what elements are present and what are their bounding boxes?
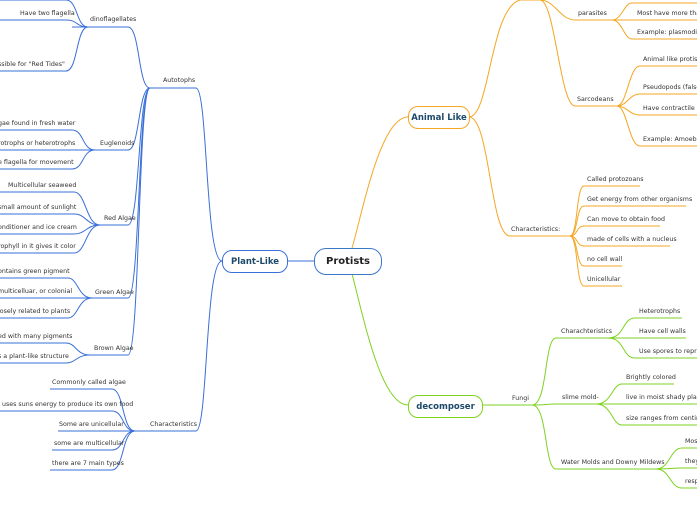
leaf-brown-1[interactable]: ed with many pigments [0,333,73,340]
group-brown-algae[interactable]: Brown Algae [94,345,134,352]
leaf-eugl-1[interactable]: gae found in fresh water [0,120,76,127]
subtopic-plant-characteristics[interactable]: Characteristics [150,421,198,428]
leaf-brown-2[interactable]: s a plant-like structure [0,353,69,360]
group-charachteristics[interactable]: Charachteristics [561,328,613,335]
leaf-plant-char-5[interactable]: there are 7 main types [52,460,124,467]
subtopic-sarcodeans[interactable]: Sarcodeans [577,96,614,103]
leaf-plant-char-1[interactable]: Commonly called algae [52,379,126,386]
leaf-sarc-4[interactable]: Example: Amoeba l [643,136,697,143]
leaf-fungi-char-1[interactable]: Heterotrophs [639,308,681,315]
leaf-green-3[interactable]: losely related to plants [0,308,71,315]
leaf-parasites-2[interactable]: Example: plasmodium [637,29,697,36]
group-dinoflagellates[interactable]: dinoflagellates [90,16,137,23]
leaf-slime-3[interactable]: size ranges from centime [626,415,697,422]
leaf-green-1[interactable]: ontains green pigment [0,268,70,275]
leaf-red-4[interactable]: rophyll in it gives it color [0,243,76,250]
topic-animal-like[interactable]: Animal Like [408,106,470,129]
subtopic-animal-characteristics[interactable]: Characteristics: [511,226,561,233]
leaf-water-1[interactable]: Mos [685,438,697,445]
leaf-red-1[interactable]: Multicellular seaweed [8,182,77,189]
leaf-green-2[interactable]: multicelluar, or colonial [0,288,73,295]
leaf-slime-1[interactable]: Brightly colored [626,374,676,381]
leaf-plant-char-4[interactable]: some are multicellular [54,440,125,447]
leaf-sarc-1[interactable]: Animal like protist t [643,56,697,63]
leaf-plant-char-3[interactable]: Some are unicellular [59,421,124,428]
leaf-animal-char-5[interactable]: no cell wall [587,256,623,263]
group-euglenoids[interactable]: Euglenoids [100,140,135,147]
central-topic[interactable]: Protists [314,248,382,275]
leaf-water-3[interactable]: resp [685,478,697,485]
subtopic-autotrophs[interactable]: Autotophs [163,77,196,84]
leaf-fungi-char-2[interactable]: Have cell walls [639,328,686,335]
leaf-eugl-3[interactable]: e flagella for movement [0,159,74,166]
group-green-algae[interactable]: Green Algae [95,289,134,296]
leaf-animal-char-3[interactable]: Can move to obtain food [587,216,665,223]
subtopic-parasites[interactable]: parasites [578,10,607,17]
group-water-molds[interactable]: Water Molds and Downy Mildews [561,459,665,466]
leaf-dino-1[interactable]: Have two flagella [20,10,75,17]
leaf-animal-char-4[interactable]: made of cells with a nucleus [587,236,677,243]
leaf-animal-char-1[interactable]: Called protozoans [587,176,644,183]
leaf-red-2[interactable]: small amount of sunlight [0,204,77,211]
topic-decomposer[interactable]: decomposer [408,395,483,418]
leaf-fungi-char-3[interactable]: Use spores to reprod [639,348,697,355]
leaf-sarc-2[interactable]: Pseudopods (false [643,84,697,91]
leaf-eugl-2[interactable]: rotrophs or heterotrophs [0,140,76,147]
topic-plant-like[interactable]: Plant-Like [222,250,288,273]
leaf-dino-2[interactable]: ssible for "Red Tides" [0,61,65,68]
subtopic-fungi[interactable]: Fungi [512,395,530,402]
leaf-slime-2[interactable]: live in moist shady places [626,394,697,401]
leaf-water-2[interactable]: they [685,458,697,465]
leaf-sarc-3[interactable]: Have contractile va [643,105,697,112]
group-slime-molds[interactable]: slime mold- [562,394,599,401]
group-red-algae[interactable]: Red Algae [104,215,136,222]
leaf-red-3[interactable]: onditioner and ice cream [0,224,77,231]
leaf-animal-char-6[interactable]: Unicellular [587,276,621,283]
leaf-animal-char-2[interactable]: Get energy from other organisms [587,196,693,203]
leaf-plant-char-2[interactable]: uses suns energy to produce its own food [2,401,134,408]
